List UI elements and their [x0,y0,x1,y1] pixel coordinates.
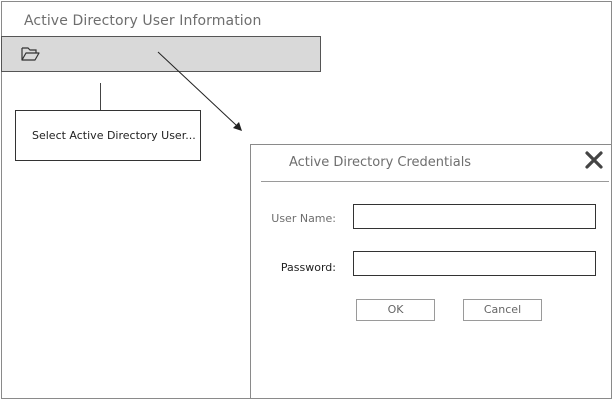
select-user-callout[interactable]: Select Active Directory User... [15,110,201,161]
dialog-title: Active Directory Credentials [289,155,472,170]
username-label: User Name: [271,212,336,225]
select-user-label: Select Active Directory User... [32,129,196,142]
dialog-divider [261,181,609,182]
toolbar [1,36,321,72]
folder-open-icon[interactable] [20,45,42,63]
window-title: Active Directory User Information [24,13,262,29]
username-input[interactable] [353,204,596,229]
cancel-button[interactable]: Cancel [463,299,542,321]
ok-button[interactable]: OK [356,299,435,321]
callout-connector-line [100,83,101,110]
close-icon[interactable] [583,149,605,171]
password-label: Password: [280,261,336,274]
credentials-dialog: Active Directory Credentials User Name: … [250,144,612,399]
password-input[interactable] [353,251,596,276]
